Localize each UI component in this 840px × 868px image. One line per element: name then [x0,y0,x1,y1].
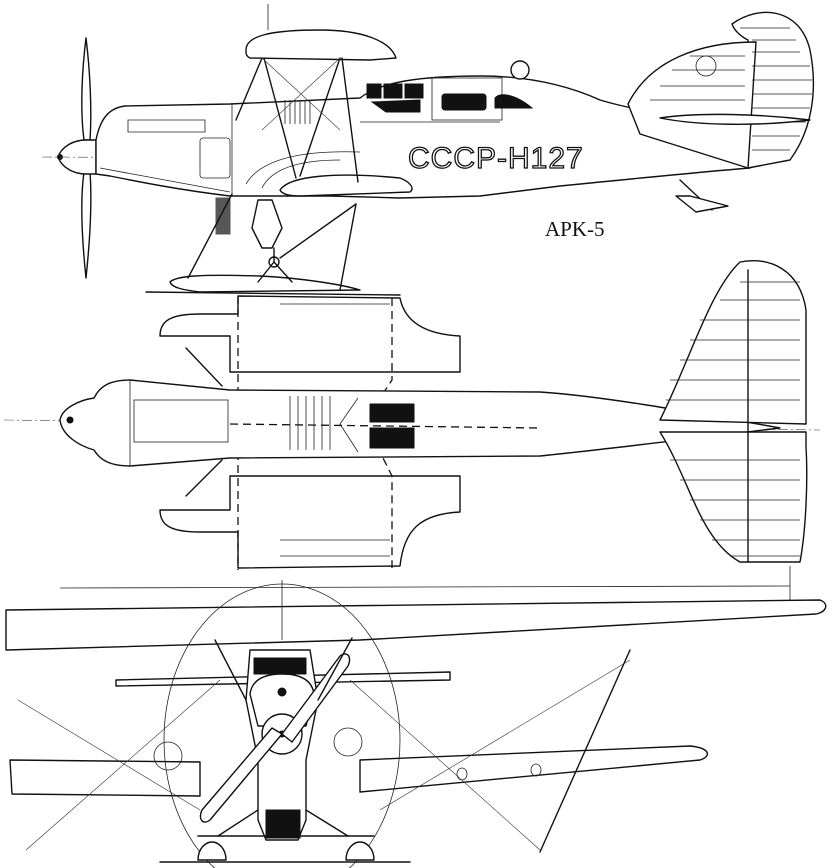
ski-side [169,274,361,293]
top-view [3,260,821,570]
registration-marking: CCCP-H127 [408,142,584,175]
lower-wing-side [279,174,413,197]
upper-wing-plan-top [159,295,461,373]
fuselage-top [59,379,781,467]
lower-wing-front [9,759,201,797]
upper-wing-side [245,29,397,61]
stabilizer-top-lower [659,431,808,563]
upper-wing-plan-bottom [159,475,461,569]
front-view [5,566,827,868]
upper-wing-front [5,599,827,651]
side-view: CCCP-H127 [41,4,815,296]
ski-front-left [197,841,227,861]
stabilizer-top-upper [659,260,807,425]
aircraft-title-label: APK-5 [545,217,605,241]
fin-side [627,41,757,169]
propeller-side [57,37,97,279]
ski-front-right [345,841,375,861]
propeller-front [281,653,351,743]
